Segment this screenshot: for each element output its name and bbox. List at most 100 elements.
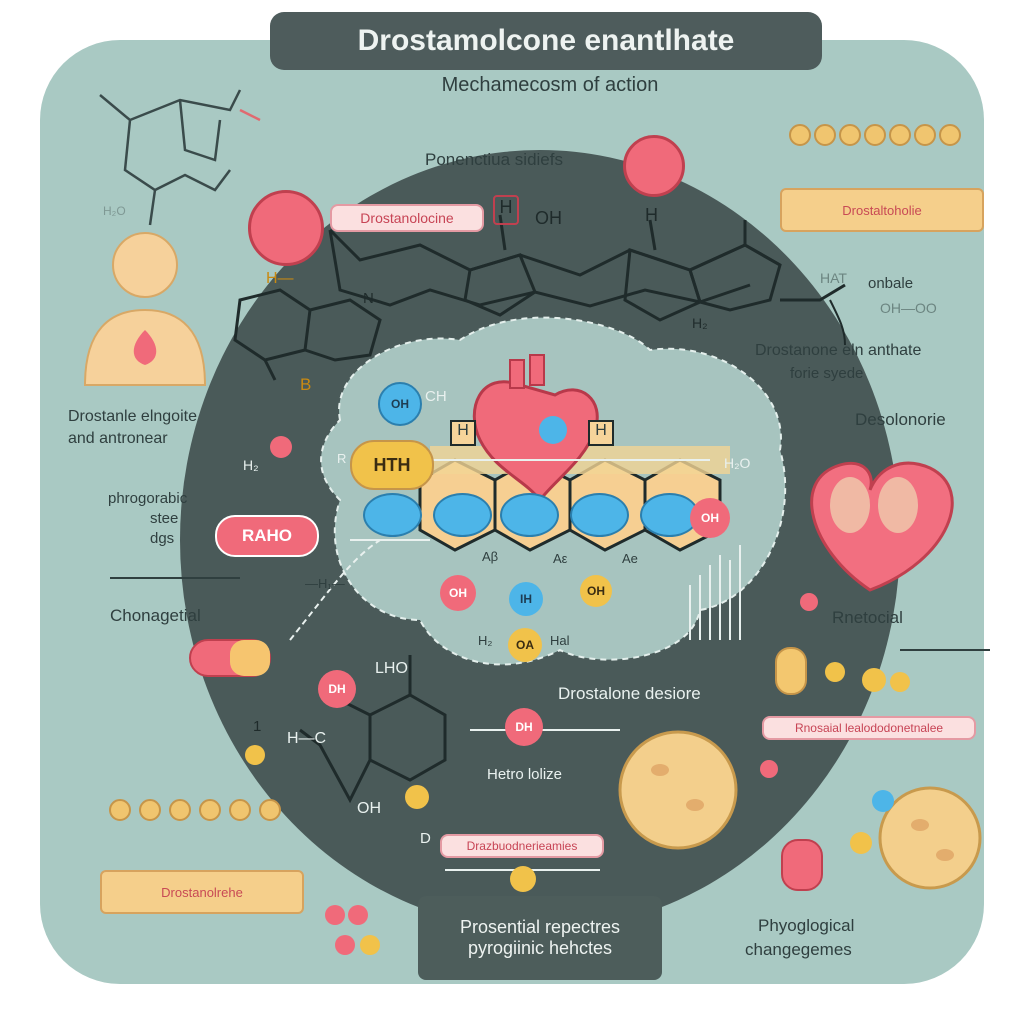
ha-right: Hal — [550, 633, 570, 648]
h-mid-2: H — [588, 420, 614, 446]
left-h: H— — [266, 270, 294, 287]
ball-yellow-small-3 — [510, 866, 536, 892]
hat-label: HAT — [820, 270, 847, 286]
ball-red-oh: OH — [440, 575, 476, 611]
left-ring — [233, 288, 382, 381]
hetro-label: Hetro lolize — [487, 766, 563, 783]
bar-ticks — [689, 545, 741, 640]
top-label: Ponenctiua sidiefs — [425, 150, 563, 169]
ball-yellow-hth: HTH — [350, 440, 434, 490]
plank-bottom: Drostanolrehe — [100, 870, 304, 914]
ch-label: CH — [425, 388, 447, 405]
chonagetial-label: Chonagetial — [110, 606, 201, 625]
bottom-box-line1: Prosential repectres — [459, 917, 621, 937]
lho-label: LHO — [375, 660, 408, 677]
b-label: B — [300, 375, 312, 394]
ball-red-top — [623, 135, 685, 197]
ball-red-left — [248, 190, 324, 266]
ball-red-small-6 — [760, 760, 778, 778]
phrogorabic-line3: dgs — [150, 530, 175, 547]
ball-red-small-2 — [325, 905, 345, 925]
phrogorabic-line1: phrogorabic — [108, 490, 188, 507]
top-molecule — [328, 214, 846, 322]
drostalone-desore: Drostalone desiore — [558, 684, 701, 703]
onbale-label: onbale — [868, 275, 914, 292]
oh-red-label: OH — [449, 586, 467, 600]
ball-blue-4 — [500, 493, 559, 537]
left-block-line1: Drostanle elngoite — [68, 408, 197, 425]
ball-red-dh-left: DH — [318, 670, 356, 708]
rnetocial-pill: Rnosaial lealododonetnalee — [762, 716, 976, 740]
ae-label: Ae — [622, 551, 638, 566]
oh-pink-label: OH — [701, 511, 719, 525]
ball-red-small-5 — [800, 593, 818, 611]
ball-blue-small — [872, 790, 894, 812]
h-top: H — [645, 205, 658, 225]
oh-ring-label: OH — [357, 800, 381, 817]
ball-yellow-small-1 — [245, 745, 265, 765]
ball-yellow-small-6 — [862, 668, 886, 692]
phrogorabic-line2: stee — [150, 510, 179, 527]
oh-circle-label: OH — [391, 397, 409, 411]
drazbro-pill: Drazbuodnerieamies — [440, 834, 604, 858]
ball-yellow-oh: OH — [580, 575, 612, 607]
left-block-line2: and antronear — [68, 430, 168, 447]
hn-arrow-label: —H₁— — [305, 576, 345, 591]
ball-yellow-small-7 — [890, 672, 910, 692]
dh-mid-label: DH — [515, 720, 533, 734]
oh-yellow-label: OH — [587, 584, 605, 598]
h2o-faint: H₂O — [103, 204, 126, 218]
ball-blue-6 — [640, 493, 699, 537]
drostan-right-top2: forie syede — [790, 365, 864, 382]
phyogical-line2: changegemes — [745, 940, 852, 959]
a-label: Aε — [553, 551, 568, 566]
bottom-box-line2: pyrogiinic hehctes — [467, 938, 613, 958]
phyogical-line1: Phyoglogical — [758, 916, 855, 935]
d-label: D — [420, 830, 431, 847]
ball-red-small-4 — [335, 935, 355, 955]
membrane-bottom — [109, 799, 281, 821]
oh-top: OH — [535, 208, 562, 228]
raho-pill: RAHO — [215, 515, 319, 557]
cells — [618, 730, 982, 890]
corner-molecule — [99, 89, 261, 226]
h-mid-1: H — [450, 420, 476, 446]
plank-top: Drostaltoholie — [780, 188, 984, 232]
large-heart — [810, 461, 954, 592]
one-label: 1 — [253, 718, 262, 735]
bottom-box: Prosential repectres pyrogiinic hehctes — [418, 896, 662, 980]
drostan-right-top: Drostanone eln anthate — [755, 342, 922, 359]
desolonie-label: Desolonorie — [855, 410, 946, 429]
ab-label: Aβ — [482, 549, 499, 564]
h2o-right: H₂O — [724, 455, 751, 471]
ball-yellow-small-8 — [850, 832, 872, 854]
page-title: Drostamolcone enantlhate — [270, 12, 822, 70]
ball-red-small-1 — [270, 436, 292, 458]
pills — [189, 639, 823, 891]
ball-blue-5 — [570, 493, 629, 537]
h-bottom: H₂ — [692, 315, 708, 331]
ball-blue-3 — [433, 493, 492, 537]
drostan-pill: Drostanolocine — [330, 204, 484, 232]
h-boxed: H — [493, 195, 519, 225]
oh-dd-label: OH—OO — [880, 300, 937, 316]
ball-yellow-small-4 — [360, 935, 380, 955]
ball-red-dh-mid: DH — [505, 708, 543, 746]
human-figure — [83, 232, 207, 386]
hth-label: HTH — [373, 454, 411, 475]
ball-yellow-small-5 — [825, 662, 845, 682]
ball-red-small-3 — [348, 905, 368, 925]
ball-yellow-oa: OA — [508, 628, 542, 662]
r-label: R — [337, 451, 347, 466]
ha-left: H₂ — [478, 633, 493, 648]
he-arrow: H₂ — [243, 457, 259, 473]
ball-pink-oh: OH — [690, 498, 730, 538]
rnetocial-label: Rnetocial — [832, 608, 903, 627]
ball-yellow-small-2 — [405, 785, 429, 809]
oa-label: OA — [516, 638, 534, 652]
h-c-label: H—C — [287, 730, 327, 747]
ih-blue-label: IH — [520, 592, 532, 606]
n-label: N — [363, 290, 374, 307]
membrane-top — [789, 124, 961, 146]
